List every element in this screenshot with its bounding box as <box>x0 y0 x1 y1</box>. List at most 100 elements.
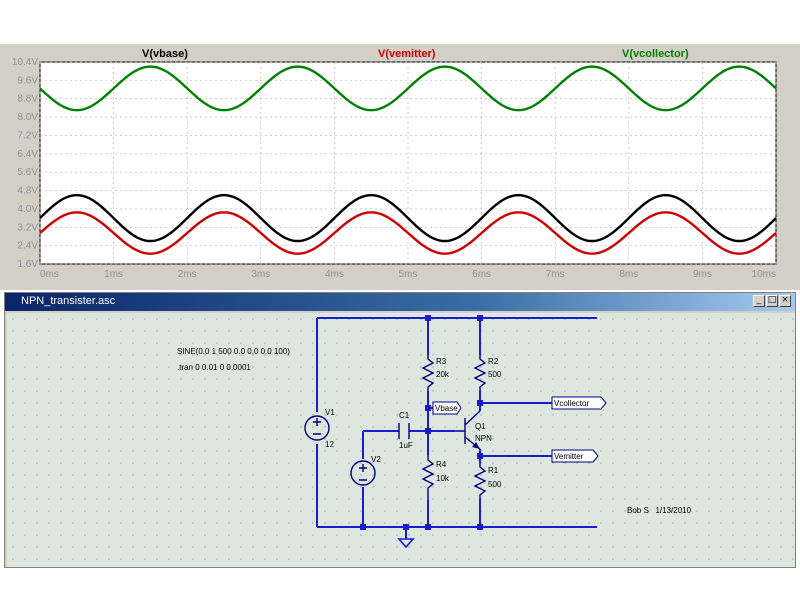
capacitor-c1[interactable] <box>398 423 410 439</box>
x-tick-label: 1ms <box>104 269 123 280</box>
junction-v2-bottom <box>360 524 366 530</box>
resistor-r4[interactable] <box>421 455 435 500</box>
schematic-titlebar[interactable]: NPN_transister.asc _ □ × <box>5 293 795 311</box>
r2-name: R2 <box>488 357 499 366</box>
schematic-canvas[interactable]: V1 12 V2 C1 1uF R3 20k R4 <box>7 313 795 567</box>
net-flag-vemitter[interactable]: Vemitter <box>551 449 599 463</box>
y-tick-label: 8.8V <box>17 94 38 105</box>
net-label-vemitter: Vemitter <box>554 452 584 461</box>
r3-symbol-icon <box>421 355 435 391</box>
tran-directive[interactable]: .tran 0 0.01 0 0.0001 <box>177 363 251 372</box>
x-tick-label: 2ms <box>178 269 197 280</box>
r4-symbol-icon <box>421 455 435 500</box>
r4-value: 10k <box>436 474 450 483</box>
junction-ground <box>403 524 409 530</box>
y-tick-label: 7.2V <box>17 130 38 141</box>
wires <box>316 317 597 539</box>
transistor-q1[interactable] <box>455 410 481 450</box>
waveform-plot-pane[interactable]: 10.4V 9.6V 8.8V 8.0V 7.2V 6.4V 5.6V 4.8V 4.0V 3.2… <box>0 44 800 290</box>
q1-emitter-arrow-icon <box>472 442 480 449</box>
x-axis-ticks: 0ms 1ms 2ms 3ms 4ms 5ms 6ms 7ms 8ms 9ms 10ms <box>40 269 776 280</box>
trace-label-vcollector[interactable]: V(vcollector) <box>622 48 689 60</box>
y-tick-label: 4.0V <box>17 204 38 215</box>
close-button[interactable]: × <box>779 295 791 307</box>
x-tick-label: 7ms <box>546 269 565 280</box>
junction-base <box>425 428 431 434</box>
r2-symbol-icon <box>473 355 487 391</box>
maximize-button[interactable]: □ <box>766 295 778 307</box>
trace-vemitter <box>39 211 777 255</box>
schematic-window: NPN_transister.asc _ □ × <box>4 292 796 568</box>
waveform-plot[interactable]: 10.4V 9.6V 8.8V 8.0V 7.2V 6.4V 5.6V 4.8V 4.0V 3.2… <box>0 44 800 290</box>
plot-grid <box>39 61 777 265</box>
q1-model: NPN <box>475 434 492 443</box>
c1-name: C1 <box>399 411 410 420</box>
author-note[interactable]: Bob S 1/13/2010 <box>627 506 692 515</box>
y-tick-label: 6.4V <box>17 149 38 160</box>
junction-r4-bottom <box>425 524 431 530</box>
net-flag-vcollector[interactable]: Vcollector <box>551 396 607 410</box>
v1-name: V1 <box>325 408 335 417</box>
y-tick-label: 5.6V <box>17 167 38 178</box>
y-tick-label: 4.8V <box>17 186 38 197</box>
minimize-button[interactable]: _ <box>753 295 765 307</box>
vemitter-flag-icon <box>551 449 599 463</box>
net-label-vcollector: Vcollector <box>554 399 589 408</box>
junction-r3-top <box>425 315 431 321</box>
y-tick-label: 10.4V <box>12 57 38 68</box>
v2-name: V2 <box>371 455 381 464</box>
y-tick-label: 3.2V <box>17 222 38 233</box>
vcollector-flag-icon <box>551 396 607 410</box>
v1-symbol-icon <box>304 415 330 441</box>
x-tick-label: 6ms <box>472 269 491 280</box>
voltage-source-v2[interactable] <box>350 460 376 486</box>
ground-icon <box>397 538 415 549</box>
resistor-r2[interactable] <box>473 355 487 391</box>
junction-r1-bottom <box>477 524 483 530</box>
x-tick-label: 9ms <box>693 269 712 280</box>
vbase-flag-icon <box>432 401 462 415</box>
ground-symbol[interactable] <box>397 538 415 549</box>
junctions <box>360 315 483 530</box>
c1-value: 1uF <box>399 441 413 450</box>
sine-directive[interactable]: SINE(0.0 1 500 0.0 0.0 0.0 100) <box>177 347 290 356</box>
v1-value: 12 <box>325 440 334 449</box>
x-tick-label: 4ms <box>325 269 344 280</box>
y-tick-label: 1.6V <box>17 259 38 270</box>
resistor-r3[interactable] <box>421 355 435 391</box>
r1-value: 500 <box>488 480 502 489</box>
r1-name: R1 <box>488 466 499 475</box>
v1-polarity-icon <box>313 418 321 435</box>
x-tick-label: 3ms <box>251 269 270 280</box>
window-buttons: _ □ × <box>753 295 791 307</box>
r3-name: R3 <box>436 357 447 366</box>
y-tick-label: 2.4V <box>17 241 38 252</box>
net-label-vbase: Vbase <box>435 404 458 413</box>
q1-name: Q1 <box>475 422 486 431</box>
r2-value: 500 <box>488 370 502 379</box>
trace-label-vbase[interactable]: V(vbase) <box>142 48 188 60</box>
trace-vcollector <box>39 65 777 112</box>
y-tick-label: 8.0V <box>17 112 38 123</box>
x-tick-label: 5ms <box>399 269 418 280</box>
junction-r2-top <box>477 315 483 321</box>
y-axis-ticks: 10.4V 9.6V 8.8V 8.0V 7.2V 6.4V 5.6V 4.8V 4.0V 3.2… <box>12 57 38 270</box>
resistor-r1[interactable] <box>473 463 487 499</box>
x-tick-label: 8ms <box>619 269 638 280</box>
net-flag-vbase[interactable]: Vbase <box>432 401 462 415</box>
window-title: NPN_transister.asc <box>21 295 116 307</box>
y-tick-label: 9.6V <box>17 75 38 86</box>
v2-symbol-icon <box>350 460 376 486</box>
trace-vbase <box>39 193 777 243</box>
junction-emitter <box>477 453 483 459</box>
schematic-drawing[interactable]: V1 12 V2 C1 1uF R3 20k R4 <box>7 313 795 567</box>
voltage-source-v1[interactable] <box>304 415 330 441</box>
trace-label-vemitter[interactable]: V(vemitter) <box>378 48 436 60</box>
r1-symbol-icon <box>473 463 487 499</box>
x-tick-label: 0ms <box>40 269 59 280</box>
junction-collector <box>477 400 483 406</box>
x-tick-label: 10ms <box>752 269 776 280</box>
q1-symbol-icon <box>455 410 481 450</box>
v2-polarity-icon <box>359 464 367 481</box>
r3-value: 20k <box>436 370 450 379</box>
